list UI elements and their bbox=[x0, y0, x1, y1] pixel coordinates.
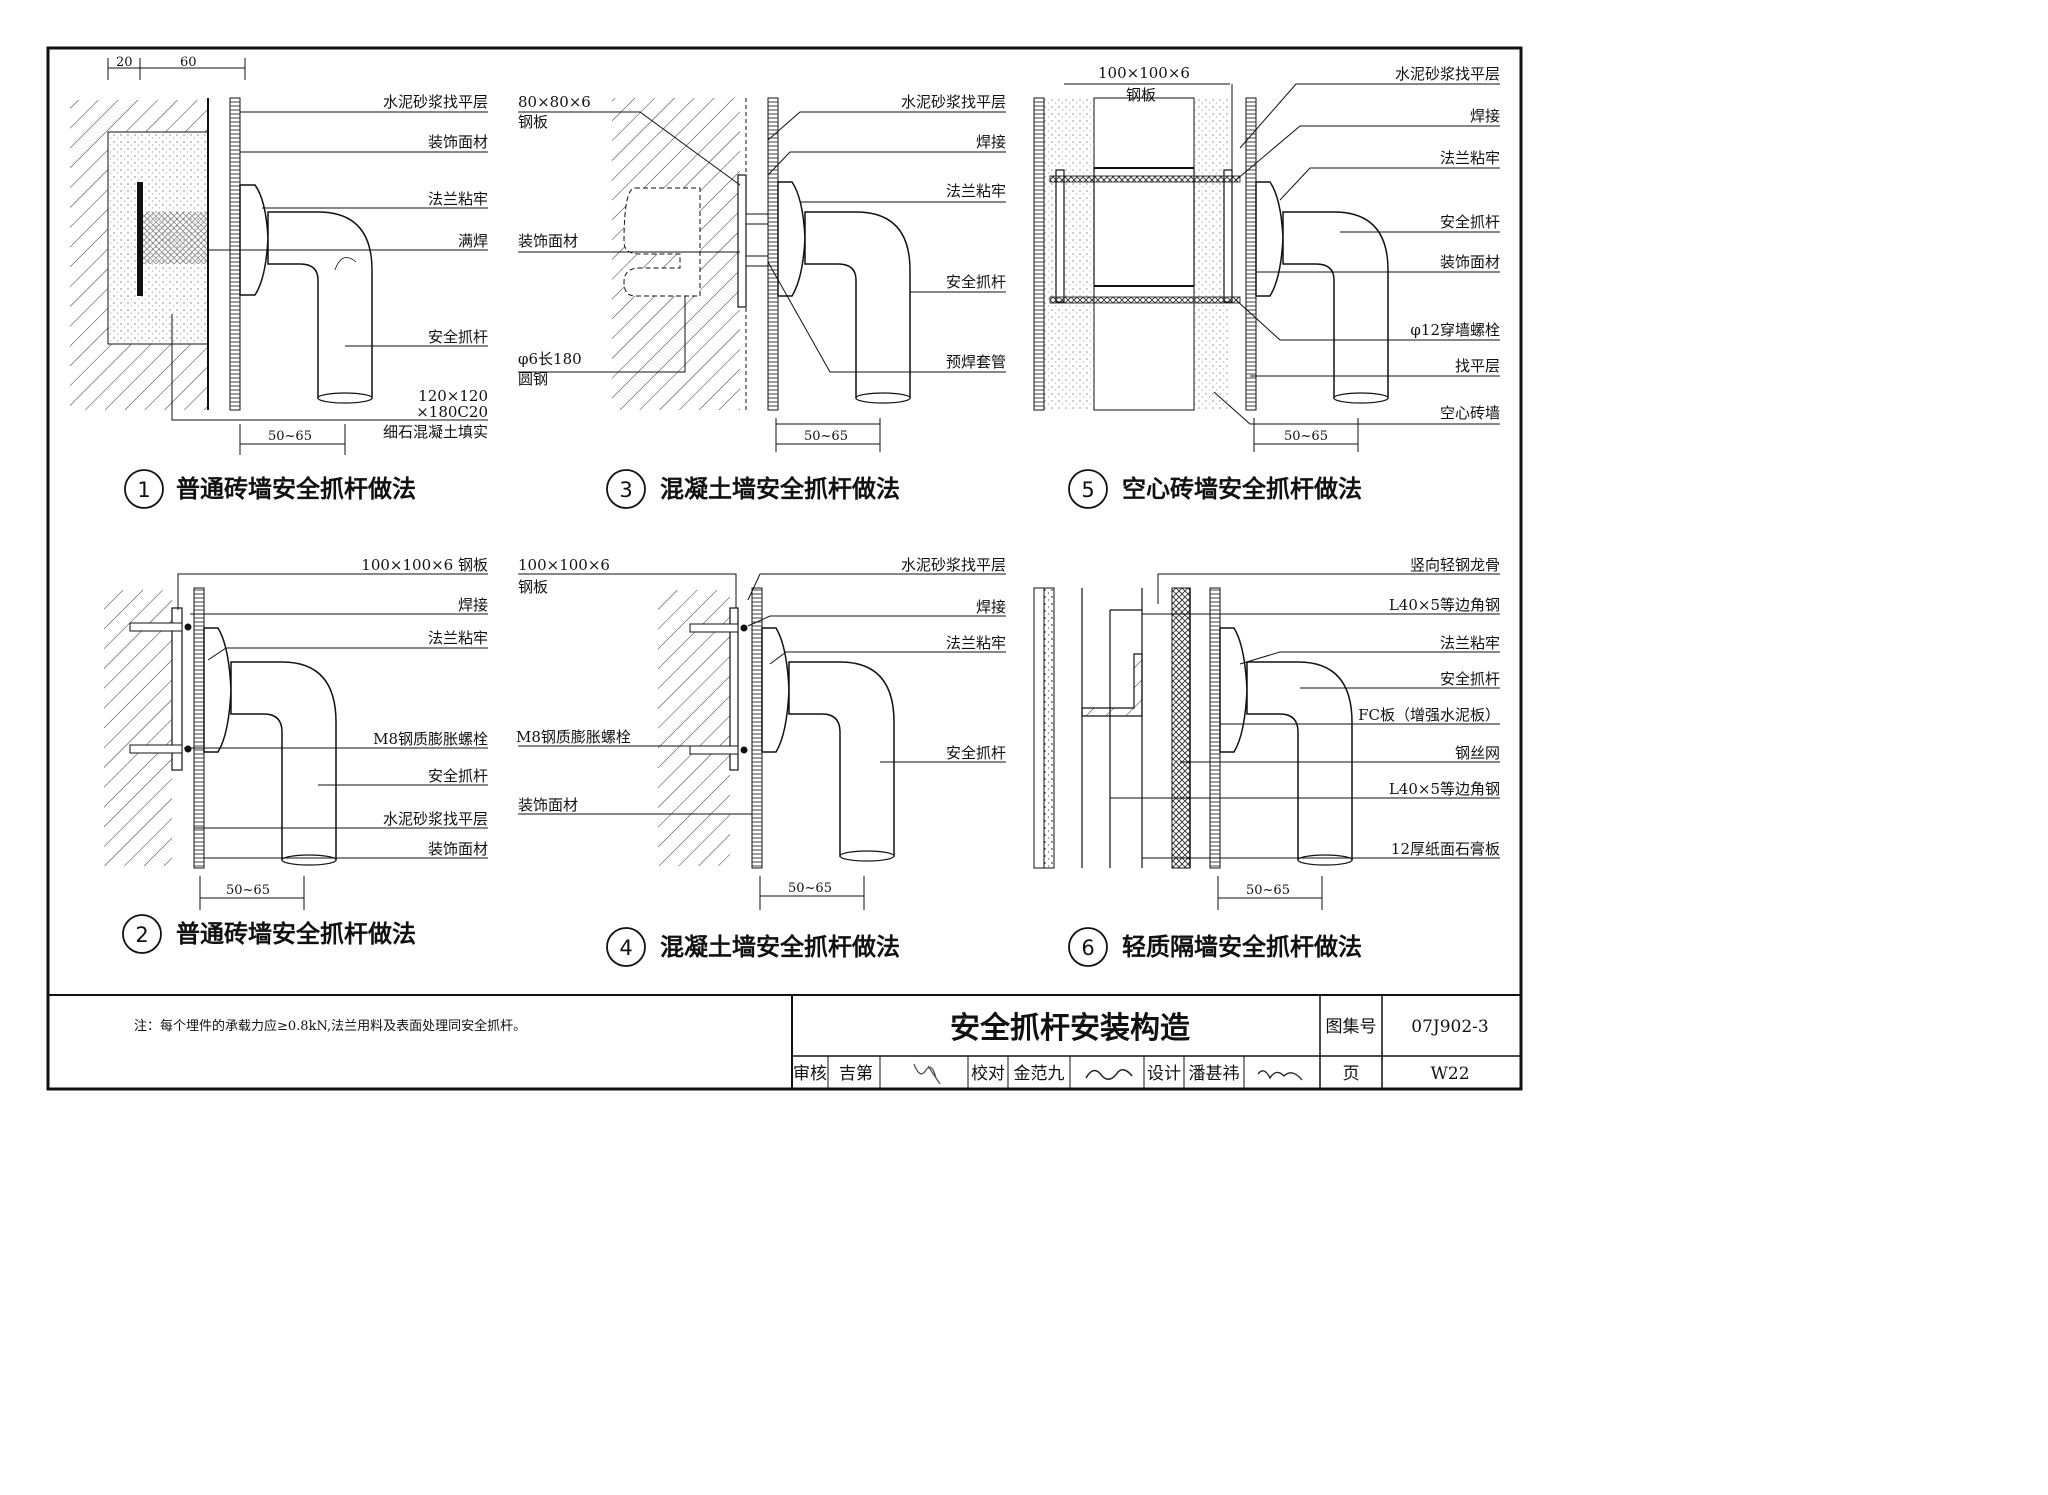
detail-4-caption: 混凝土墙安全抓杆做法 bbox=[660, 933, 900, 961]
detail-5-label: 法兰粘牢 bbox=[1440, 149, 1500, 167]
detail-2: 50~65 100×100×6 钢板 焊接 法兰粘牢 M8钢质膨胀螺栓 安全抓杆… bbox=[104, 556, 488, 954]
detail-2-label: 焊接 bbox=[458, 596, 488, 614]
drawing-sheet: 20 60 50~65 水泥砂浆找平层 装饰面材 法兰粘牢 满焊 安全抓杆 12… bbox=[46, 46, 1523, 1091]
checker-signature bbox=[1085, 1069, 1133, 1080]
sheet-title: 安全抓杆安装构造 bbox=[950, 1011, 1190, 1046]
sheet-border bbox=[46, 46, 1523, 1091]
detail-5: 50~65 100×100×6 钢板 水泥砂浆找平层 焊接 法兰粘牢 安全抓杆 … bbox=[1033, 64, 1500, 509]
detail-4-label: M8钢质膨胀螺栓 bbox=[516, 728, 631, 746]
page-number: W22 bbox=[1430, 1064, 1469, 1084]
detail-1: 20 60 50~65 水泥砂浆找平层 装饰面材 法兰粘牢 满焊 安全抓杆 12… bbox=[70, 55, 488, 509]
detail-5-label: 空心砖墙 bbox=[1440, 404, 1500, 422]
detail-4-label: 装饰面材 bbox=[518, 796, 578, 814]
detail-4-label: 100×100×6 bbox=[518, 556, 610, 574]
detail-6-label: 法兰粘牢 bbox=[1440, 634, 1500, 652]
detail-1-caption: 普通砖墙安全抓杆做法 bbox=[176, 475, 416, 503]
detail-3-label: 安全抓杆 bbox=[946, 273, 1006, 291]
detail-3-label: 焊接 bbox=[976, 133, 1006, 151]
designer-signature bbox=[1257, 1070, 1303, 1081]
detail-1-dim-3: 50~65 bbox=[268, 429, 312, 444]
detail-2-number: 2 bbox=[135, 923, 148, 947]
review-label: 审核 bbox=[793, 1064, 827, 1084]
check-label: 校对 bbox=[971, 1064, 1005, 1084]
detail-4-number: 4 bbox=[619, 936, 632, 960]
detail-6-label: FC板（增强水泥板） bbox=[1358, 706, 1500, 724]
detail-4-label: 焊接 bbox=[976, 598, 1006, 616]
detail-1-label: 装饰面材 bbox=[428, 133, 488, 151]
detail-6-label: 竖向轻钢龙骨 bbox=[1410, 556, 1500, 574]
detail-3-label: 预焊套管 bbox=[946, 353, 1006, 371]
detail-1-label: 120×120 bbox=[418, 387, 488, 405]
detail-3-label: 圆钢 bbox=[518, 370, 548, 388]
note-text: 注：每个埋件的承载力应≥0.8kN,法兰用料及表面处理同安全抓杆。 bbox=[134, 1018, 526, 1034]
atlas-label: 图集号 bbox=[1326, 1017, 1377, 1037]
detail-5-caption: 空心砖墙安全抓杆做法 bbox=[1122, 475, 1362, 503]
detail-3-label: 80×80×6 bbox=[518, 93, 591, 111]
detail-4-label: 法兰粘牢 bbox=[946, 634, 1006, 652]
detail-4-label: 钢板 bbox=[518, 578, 548, 596]
detail-3-label: 钢板 bbox=[518, 113, 548, 131]
detail-1-label: 安全抓杆 bbox=[428, 328, 488, 346]
detail-6-caption: 轻质隔墙安全抓杆做法 bbox=[1122, 933, 1362, 961]
detail-5-label: 安全抓杆 bbox=[1440, 213, 1500, 231]
detail-5-label: 焊接 bbox=[1470, 107, 1500, 125]
detail-2-label: 装饰面材 bbox=[428, 840, 488, 858]
detail-5-label: 装饰面材 bbox=[1440, 253, 1500, 271]
detail-1-label: 满焊 bbox=[458, 232, 488, 250]
detail-6-dim: 50~65 bbox=[1246, 883, 1290, 898]
detail-1-label: 水泥砂浆找平层 bbox=[383, 93, 488, 111]
detail-4-label: 安全抓杆 bbox=[946, 744, 1006, 762]
detail-3-label: 法兰粘牢 bbox=[946, 182, 1006, 200]
detail-2-label: 100×100×6 钢板 bbox=[361, 556, 488, 574]
detail-5-label: 找平层 bbox=[1455, 357, 1500, 375]
detail-5-label: 100×100×6 bbox=[1098, 64, 1190, 82]
detail-1-number: 1 bbox=[137, 478, 150, 502]
detail-5-label: φ12穿墙螺栓 bbox=[1410, 321, 1500, 339]
detail-6-label: 安全抓杆 bbox=[1440, 670, 1500, 688]
detail-4-dim: 50~65 bbox=[788, 881, 832, 896]
detail-2-caption: 普通砖墙安全抓杆做法 bbox=[176, 920, 416, 948]
detail-6-label: 钢丝网 bbox=[1455, 744, 1500, 762]
title-block: 安全抓杆安装构造 图集号 07J902-3 页 W22 审核 吉第 校对 金范九… bbox=[791, 995, 1521, 1089]
detail-1-label: 法兰粘牢 bbox=[428, 190, 488, 208]
detail-3: 50~65 80×80×6 钢板 装饰面材 φ6长180 圆钢 水泥砂浆找平层 … bbox=[518, 93, 1006, 509]
detail-6-label: L40×5等边角钢 bbox=[1389, 780, 1500, 798]
detail-3-dim: 50~65 bbox=[804, 429, 848, 444]
detail-6-label: 12厚纸面石膏板 bbox=[1391, 840, 1500, 858]
detail-5-label: 水泥砂浆找平层 bbox=[1395, 65, 1500, 83]
detail-6-number: 6 bbox=[1081, 936, 1094, 960]
reviewer-signature bbox=[913, 1063, 941, 1085]
detail-2-label: 安全抓杆 bbox=[428, 767, 488, 785]
detail-3-label: 水泥砂浆找平层 bbox=[901, 93, 1006, 111]
detail-3-label: 装饰面材 bbox=[518, 232, 578, 250]
detail-3-caption: 混凝土墙安全抓杆做法 bbox=[660, 475, 900, 503]
detail-6: 50~65 竖向轻钢龙骨 L40×5等边角钢 法兰粘牢 安全抓杆 FC板（增强水… bbox=[1033, 556, 1500, 967]
designer-name: 潘甚祎 bbox=[1189, 1064, 1240, 1084]
detail-1-dim-2: 60 bbox=[180, 55, 197, 70]
detail-1-dim-1: 20 bbox=[116, 55, 133, 70]
detail-5-number: 5 bbox=[1081, 478, 1094, 502]
detail-4: 50~65 100×100×6 钢板 M8钢质膨胀螺栓 装饰面材 水泥砂浆找平层… bbox=[516, 556, 1006, 967]
checker-name: 金范九 bbox=[1014, 1064, 1065, 1084]
detail-2-label: 水泥砂浆找平层 bbox=[383, 810, 488, 828]
reviewer-name: 吉第 bbox=[839, 1064, 873, 1084]
detail-5-label: 钢板 bbox=[1126, 86, 1156, 104]
detail-1-label: 细石混凝土填实 bbox=[383, 423, 488, 441]
detail-3-label: φ6长180 bbox=[518, 350, 582, 368]
detail-4-label: 水泥砂浆找平层 bbox=[901, 556, 1006, 574]
design-label: 设计 bbox=[1147, 1064, 1181, 1084]
detail-2-label: M8钢质膨胀螺栓 bbox=[373, 730, 488, 748]
detail-5-dim: 50~65 bbox=[1284, 429, 1328, 444]
page-label: 页 bbox=[1343, 1064, 1360, 1084]
detail-2-dim: 50~65 bbox=[226, 883, 270, 898]
detail-1-label: ×180C20 bbox=[416, 403, 488, 421]
detail-3-number: 3 bbox=[619, 478, 632, 502]
detail-2-label: 法兰粘牢 bbox=[428, 629, 488, 647]
atlas-number: 07J902-3 bbox=[1411, 1017, 1488, 1037]
detail-6-label: L40×5等边角钢 bbox=[1389, 596, 1500, 614]
